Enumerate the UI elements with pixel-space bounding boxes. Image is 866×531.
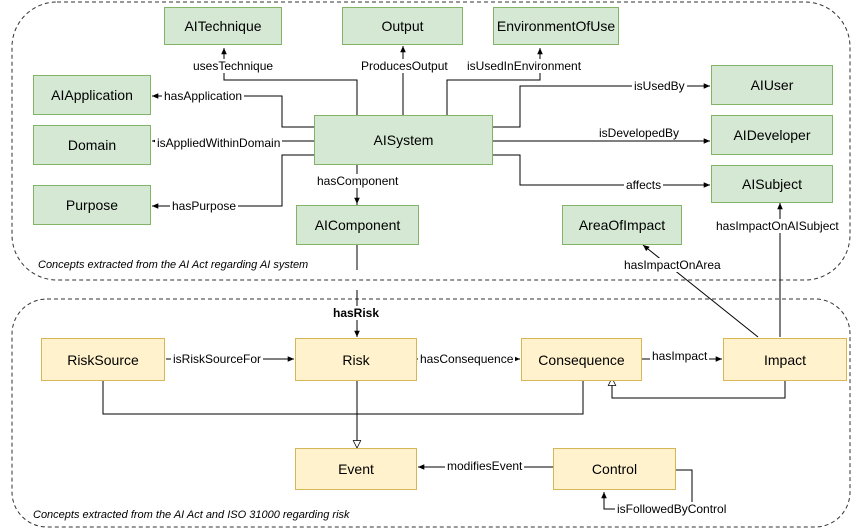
edge-is-used-by — [493, 83, 710, 128]
node-control: Control — [553, 448, 676, 490]
label-is-developed-by: isDevelopedBy — [597, 126, 682, 140]
edge-affects — [493, 154, 710, 188]
node-consequence: Consequence — [521, 338, 642, 381]
label-has-consequence: hasConsequence — [418, 352, 516, 366]
label-has-impact-on-ai-subject: hasImpactOnAISubject — [714, 219, 841, 233]
node-ai-application: AIApplication — [33, 75, 151, 115]
node-ai-developer: AIDeveloper — [711, 115, 833, 155]
node-impact: Impact — [723, 338, 847, 381]
edge-impact-to-consequence — [612, 378, 786, 399]
node-risk-source: RiskSource — [41, 338, 165, 381]
node-ai-component: AIComponent — [296, 205, 419, 245]
label-is-risk-source-for: isRiskSourceFor — [171, 352, 264, 366]
node-event: Event — [295, 448, 417, 490]
edge-risksource-consequence-join — [102, 381, 584, 415]
node-environment-of-use: EnvironmentOfUse — [493, 7, 619, 45]
node-ai-technique: AITechnique — [164, 7, 282, 45]
label-affects: affects — [624, 178, 664, 192]
label-has-impact-on-area: hasImpactOnArea — [622, 258, 723, 272]
node-purpose: Purpose — [33, 185, 151, 225]
label-modifies-event: modifiesEvent — [445, 459, 525, 473]
label-is-applied-within-domain: isAppliedWithinDomain — [155, 136, 283, 150]
risk-section — [11, 298, 851, 528]
node-ai-subject: AISubject — [711, 165, 833, 203]
label-has-impact: hasImpact — [650, 349, 710, 363]
node-output: Output — [342, 7, 463, 45]
ai-system-section — [11, 1, 851, 281]
label-uses-technique: usesTechnique — [191, 59, 276, 73]
label-produces-output: ProducesOutput — [359, 59, 450, 73]
label-has-application: hasApplication — [162, 89, 245, 103]
label-is-followed-by-control: isFollowedByControl — [615, 502, 729, 516]
node-area-of-impact: AreaOfImpact — [562, 205, 682, 245]
ai-system-section-caption: Concepts extracted from the AI Act regar… — [38, 259, 309, 271]
label-has-purpose: hasPurpose — [170, 199, 239, 213]
node-domain: Domain — [33, 125, 151, 165]
risk-section-caption: Concepts extracted from the AI Act and I… — [33, 509, 350, 521]
node-risk: Risk — [295, 338, 417, 381]
node-ai-system: AISystem — [314, 115, 493, 165]
label-is-used-by: isUsedBy — [632, 79, 687, 93]
node-ai-user: AIUser — [711, 65, 833, 105]
label-is-used-in-environment: isUsedInEnvironment — [465, 59, 584, 73]
label-has-risk: hasRisk — [331, 306, 382, 320]
label-has-component: hasComponent — [315, 174, 401, 188]
